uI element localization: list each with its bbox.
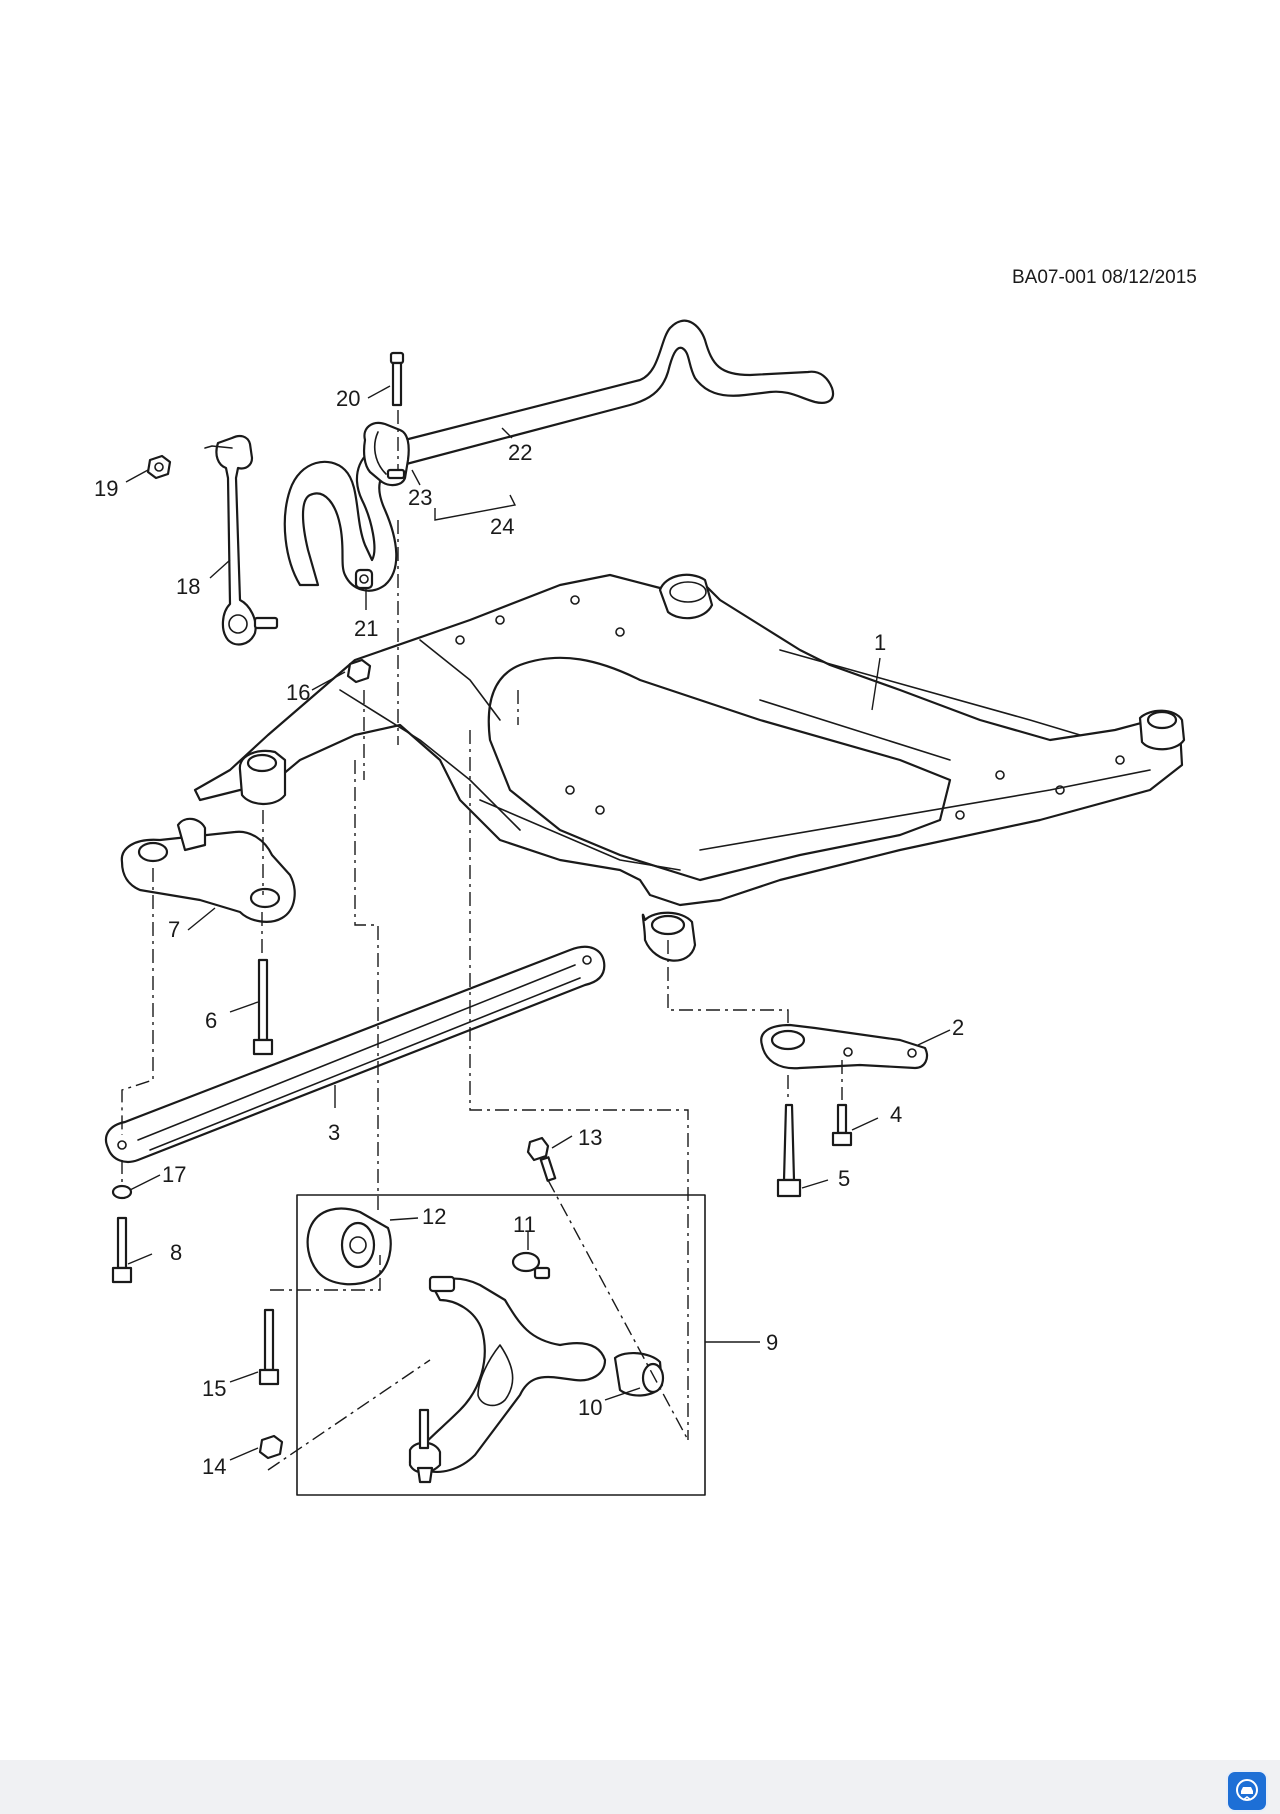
callout-17: 17 bbox=[162, 1162, 186, 1187]
callout-4: 4 bbox=[890, 1102, 902, 1127]
link-nut-19 bbox=[146, 454, 172, 480]
footer-bar bbox=[0, 1760, 1280, 1814]
callout-11: 11 bbox=[513, 1212, 536, 1237]
exploded-parts-diagram: BA07-001 08/12/2015 bbox=[94, 267, 1197, 1496]
callout-23: 23 bbox=[408, 485, 432, 510]
alignment-lines bbox=[121, 410, 843, 1471]
stabilizer-link bbox=[204, 434, 279, 646]
callout-8: 8 bbox=[170, 1240, 182, 1265]
drawing-reference: BA07-001 08/12/2015 bbox=[1012, 267, 1197, 288]
callout-14: 14 bbox=[202, 1454, 226, 1479]
callout-20: 20 bbox=[336, 386, 360, 411]
callout-24: 24 bbox=[490, 514, 514, 539]
callout-12: 12 bbox=[422, 1204, 446, 1229]
callout-15: 15 bbox=[202, 1376, 226, 1401]
callout-10: 10 bbox=[578, 1395, 602, 1420]
front-control-arm bbox=[306, 1207, 665, 1484]
callout-numbers: 1 2 3 4 5 6 7 8 9 10 11 12 13 14 15 16 1… bbox=[94, 386, 964, 1479]
front-mount-bracket bbox=[120, 817, 296, 923]
callout-7: 7 bbox=[168, 917, 180, 942]
brace-washer-17 bbox=[111, 1184, 133, 1200]
brace-bolt-8 bbox=[111, 1216, 133, 1284]
callout-22: 22 bbox=[508, 440, 532, 465]
ball-joint-nut-14 bbox=[258, 1434, 284, 1460]
control-arm-bolt-15 bbox=[258, 1308, 280, 1386]
callout-5: 5 bbox=[838, 1166, 850, 1191]
callout-19: 19 bbox=[94, 476, 118, 501]
rear-mount-bracket bbox=[760, 1023, 929, 1070]
callout-16: 16 bbox=[286, 680, 310, 705]
callout-21: 21 bbox=[354, 616, 378, 641]
control-arm-bolt-13 bbox=[526, 1136, 557, 1182]
callout-13: 13 bbox=[578, 1125, 602, 1150]
control-arm-assembly-box bbox=[296, 1194, 706, 1496]
callout-9: 9 bbox=[766, 1330, 778, 1355]
rear-bolt-4 bbox=[831, 1103, 853, 1147]
callout-2: 2 bbox=[952, 1015, 964, 1040]
frame-nut-16 bbox=[346, 658, 372, 684]
front-subframe bbox=[193, 573, 1186, 962]
rear-bolt-5 bbox=[776, 1103, 802, 1198]
underbody-brace bbox=[104, 945, 606, 1164]
mount-bolt-6 bbox=[252, 958, 274, 1056]
callout-6: 6 bbox=[205, 1008, 217, 1033]
car-chat-icon[interactable] bbox=[1226, 1770, 1268, 1812]
callout-1: 1 bbox=[874, 630, 886, 655]
callout-18: 18 bbox=[176, 574, 200, 599]
bushing-retainer-11 bbox=[511, 1251, 551, 1280]
link-nut-21 bbox=[354, 568, 374, 590]
car-chat-icon-glyph bbox=[1236, 1779, 1258, 1801]
callout-3: 3 bbox=[328, 1120, 340, 1145]
leader-lines bbox=[125, 385, 951, 1461]
clamp-bolt bbox=[389, 351, 405, 407]
